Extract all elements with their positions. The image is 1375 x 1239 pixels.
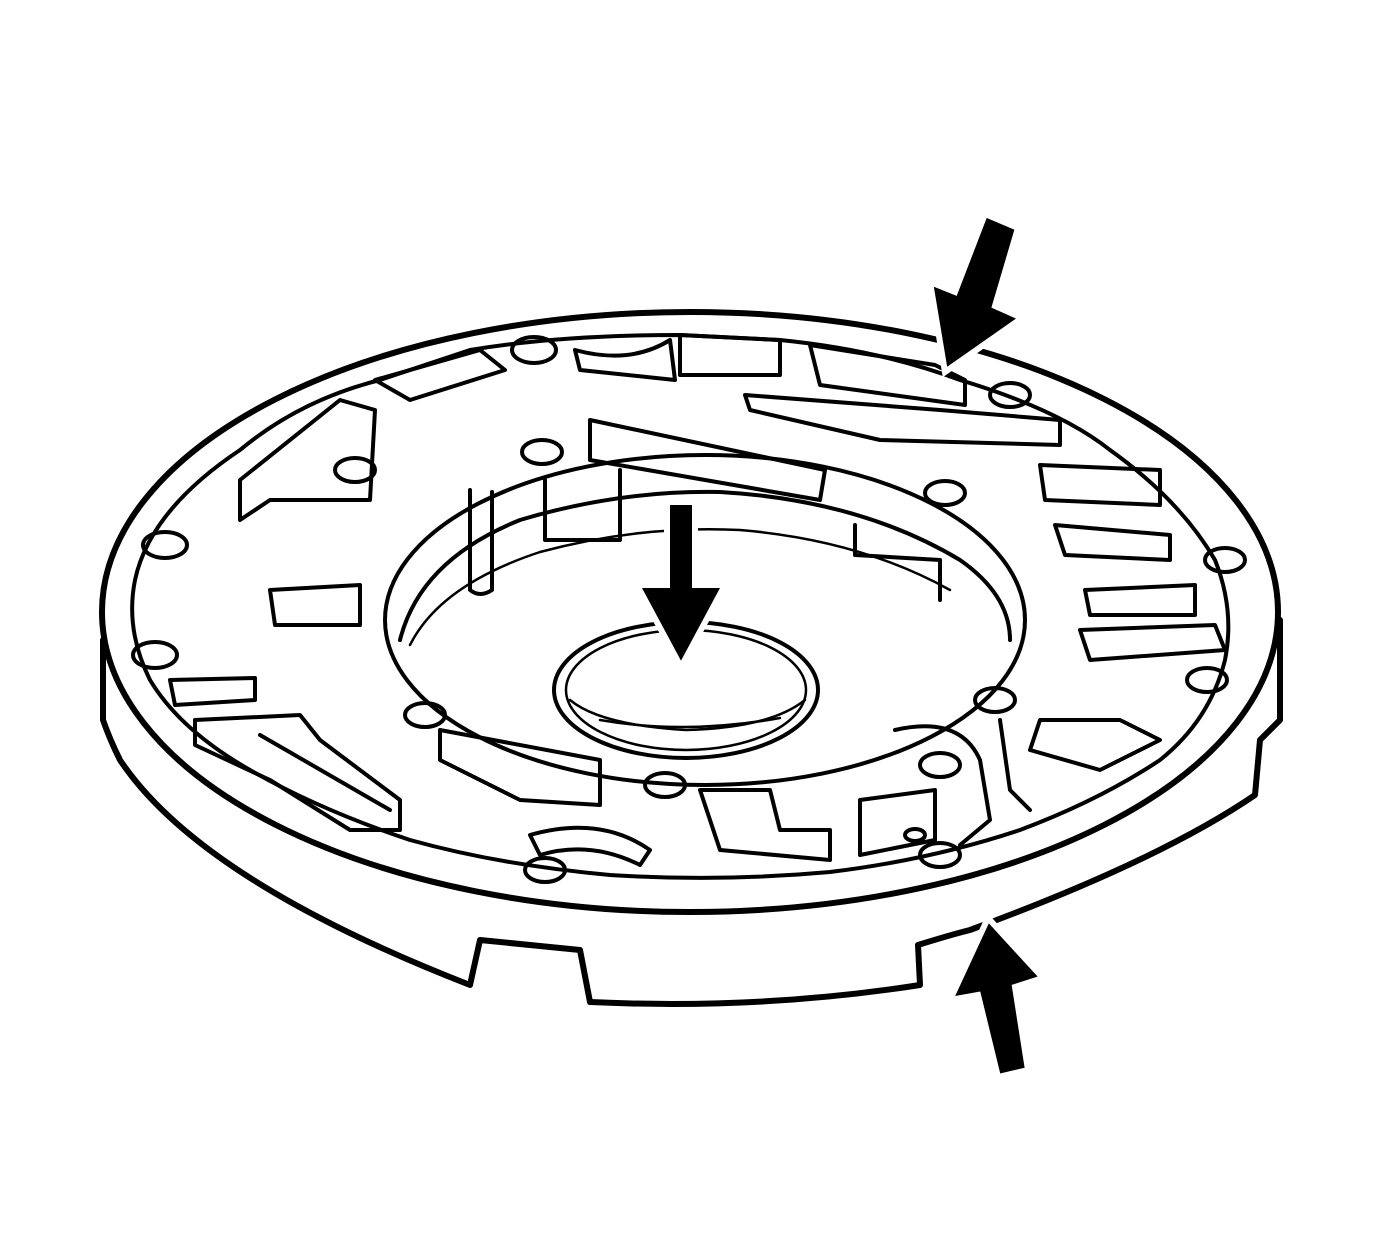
- arrow-top-right: [926, 210, 1029, 378]
- arrow-bottom-right: [944, 912, 1049, 1081]
- bolt-holes: [131, 335, 1247, 884]
- arrow-center: [631, 499, 731, 674]
- oil-passages: [168, 333, 1227, 867]
- callout-arrows: [631, 210, 1049, 1081]
